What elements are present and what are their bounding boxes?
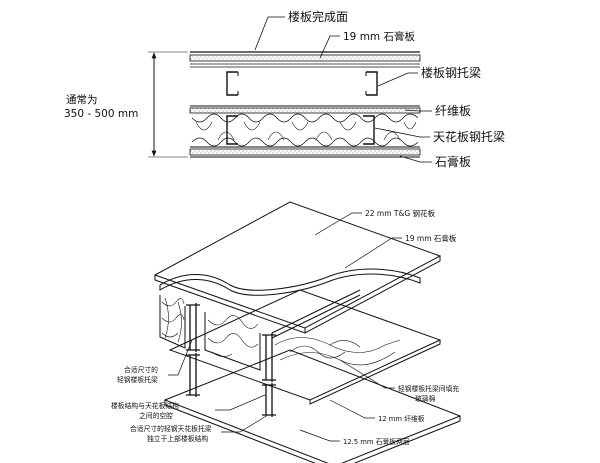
insulation-block bbox=[159, 295, 401, 371]
dimension-label-line1: 通常为 bbox=[66, 93, 98, 106]
label-gypsum-double: 12.5 mm 石膏板两层 bbox=[343, 437, 410, 446]
dimension-arrow bbox=[148, 51, 188, 158]
label-floor-joist-iso-line1: 合适尺寸的 bbox=[124, 365, 158, 374]
section-leaders bbox=[254, 16, 432, 163]
label-insulation-line2: 玻璃棉 bbox=[415, 394, 436, 403]
ceiling-joist-right bbox=[363, 115, 375, 145]
label-fiberboard: 纤维板 bbox=[435, 104, 471, 118]
gypsum-layer-reveal bbox=[159, 268, 421, 296]
label-gypsum-19-section: 19 mm 石膏板 bbox=[343, 30, 415, 43]
label-cavity-line2: 之间的空腔 bbox=[139, 411, 173, 420]
label-tg-floor: 22 mm T&G 钢花板 bbox=[365, 208, 436, 218]
iso-ceiling-joist-left bbox=[186, 353, 200, 397]
label-ceiling-joist-iso-line1: 合适尺寸的轻钢天花板托梁 bbox=[130, 424, 212, 433]
label-insulation-line1: 轻钢楼板托梁间填充 bbox=[398, 384, 459, 393]
floor-joist-left bbox=[226, 71, 239, 96]
label-finished-floor: 楼板完成面 bbox=[288, 9, 348, 24]
label-floor-joist-iso-line2: 轻钢楼板托梁 bbox=[117, 375, 158, 384]
label-fiberboard-12: 12 mm 纤维板 bbox=[378, 414, 425, 423]
ceiling-layers bbox=[189, 105, 421, 158]
label-gypsum: 石膏板 bbox=[435, 154, 471, 169]
label-floor-joist: 楼板钢托梁 bbox=[421, 65, 481, 80]
top-floor-board bbox=[153, 201, 442, 334]
iso-fiberboard bbox=[168, 289, 442, 401]
label-ceiling-joist: 天花板钢托梁 bbox=[433, 129, 505, 144]
floor-joist-right bbox=[365, 71, 378, 96]
iso-bottom-gypsum bbox=[163, 349, 462, 463]
iso-floor-joist-left bbox=[186, 303, 200, 352]
ceiling-joist-left bbox=[226, 115, 238, 145]
iso-fiberboard-edge bbox=[309, 340, 441, 405]
iso-ceiling-joist-mid bbox=[262, 383, 276, 417]
iso-floor-joist-mid bbox=[262, 289, 361, 382]
label-cavity-line1: 楼板结构与天花板结构 bbox=[111, 401, 179, 410]
cross-section: 通常为 350 - 500 mm 楼板完成面 19 mm 石膏板 楼板钢托梁 纤… bbox=[64, 9, 505, 169]
upper-floor-layers bbox=[189, 51, 421, 68]
dimension-label-line2: 350 - 500 mm bbox=[64, 108, 138, 120]
isometric-view: 22 mm T&G 钢花板 19 mm 石膏板 合适尺寸的 轻钢楼板托梁 楼板结… bbox=[111, 201, 462, 463]
insulation-section bbox=[191, 113, 419, 147]
label-gypsum-19-iso: 19 mm 石膏板 bbox=[405, 233, 457, 243]
label-ceiling-joist-iso-line2: 独立于上部楼板结构 bbox=[147, 434, 208, 443]
iso-leaders bbox=[168, 212, 402, 442]
